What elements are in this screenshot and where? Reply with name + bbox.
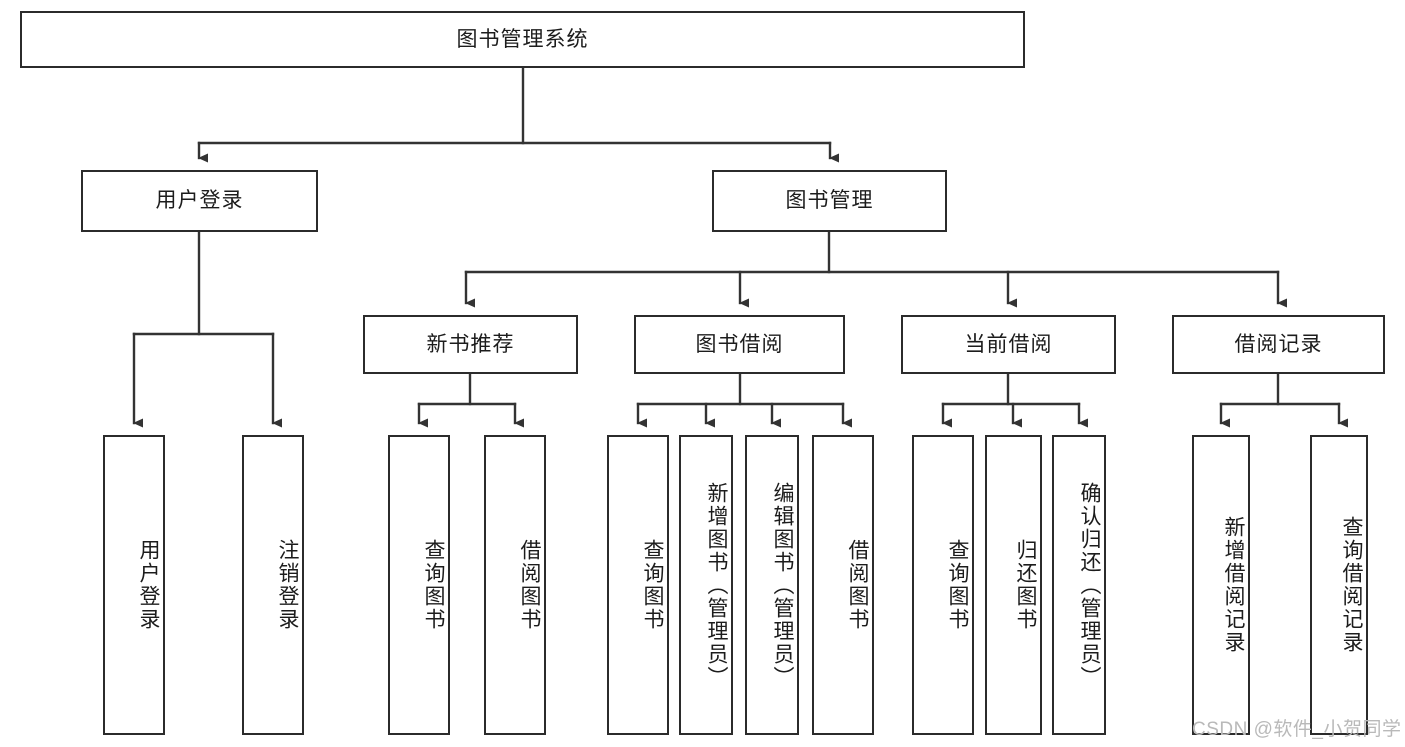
node-new-book-recommend[interactable]: 新书推荐 xyxy=(363,315,578,374)
node-label: 编辑图书（管理员） xyxy=(771,481,794,689)
node-label: 图书管理 xyxy=(785,189,874,213)
node-label: 新增图书（管理员） xyxy=(705,481,728,689)
leaf-borrow-book-recommend[interactable]: 借阅图书 xyxy=(484,435,546,735)
node-label: 当前借阅 xyxy=(964,332,1053,356)
edge-new-book-recommend-to-leaves xyxy=(417,372,524,428)
edge-user-login-to-leaves xyxy=(132,230,282,428)
node-label: 借阅图书 xyxy=(518,539,541,631)
node-book-borrow[interactable]: 图书借阅 xyxy=(634,315,845,374)
leaf-query-book-current[interactable]: 查询图书 xyxy=(912,435,974,735)
node-label: 查询图书 xyxy=(946,539,969,631)
node-label: 查询图书 xyxy=(422,539,445,631)
leaf-add-borrow-record[interactable]: 新增借阅记录 xyxy=(1192,435,1250,735)
leaf-query-book-borrow[interactable]: 查询图书 xyxy=(607,435,669,735)
node-root-book-management-system[interactable]: 图书管理系统 xyxy=(20,11,1025,68)
leaf-query-book-recommend[interactable]: 查询图书 xyxy=(388,435,450,735)
node-label: 查询借阅记录 xyxy=(1340,516,1363,654)
leaf-edit-book-admin[interactable]: 编辑图书（管理员） xyxy=(745,435,799,735)
node-borrow-record[interactable]: 借阅记录 xyxy=(1172,315,1385,374)
node-label: 用户登录 xyxy=(137,539,160,631)
leaf-logout-login[interactable]: 注销登录 xyxy=(242,435,304,735)
node-book-management[interactable]: 图书管理 xyxy=(712,170,947,232)
leaf-query-borrow-record[interactable]: 查询借阅记录 xyxy=(1310,435,1368,735)
node-label: 查询图书 xyxy=(641,539,664,631)
node-label: 确认归还（管理员） xyxy=(1078,481,1101,689)
node-label: 借阅图书 xyxy=(846,539,869,631)
node-label: 图书管理系统 xyxy=(456,27,589,51)
edge-current-borrow-to-leaves xyxy=(941,372,1088,428)
node-label: 新增借阅记录 xyxy=(1222,516,1245,654)
node-user-login[interactable]: 用户登录 xyxy=(81,170,318,232)
edge-book-manage-to-level3 xyxy=(464,230,1287,308)
node-label: 借阅记录 xyxy=(1234,332,1323,356)
leaf-borrow-book-borrow[interactable]: 借阅图书 xyxy=(812,435,874,735)
node-label: 归还图书 xyxy=(1014,539,1037,631)
watermark-text: CSDN @软件_小贺同学 xyxy=(1192,719,1402,740)
node-label: 注销登录 xyxy=(276,539,299,631)
node-label: 图书借阅 xyxy=(695,332,784,356)
edge-root-to-level2 xyxy=(197,66,839,163)
node-current-borrow[interactable]: 当前借阅 xyxy=(901,315,1116,374)
edge-book-borrow-to-leaves xyxy=(636,372,852,428)
leaf-user-login[interactable]: 用户登录 xyxy=(103,435,165,735)
leaf-confirm-return-admin[interactable]: 确认归还（管理员） xyxy=(1052,435,1106,735)
leaf-add-book-admin[interactable]: 新增图书（管理员） xyxy=(679,435,733,735)
leaf-return-book[interactable]: 归还图书 xyxy=(985,435,1042,735)
node-label: 用户登录 xyxy=(155,189,244,213)
node-label: 新书推荐 xyxy=(426,332,515,356)
edge-borrow-record-to-leaves xyxy=(1219,372,1348,428)
